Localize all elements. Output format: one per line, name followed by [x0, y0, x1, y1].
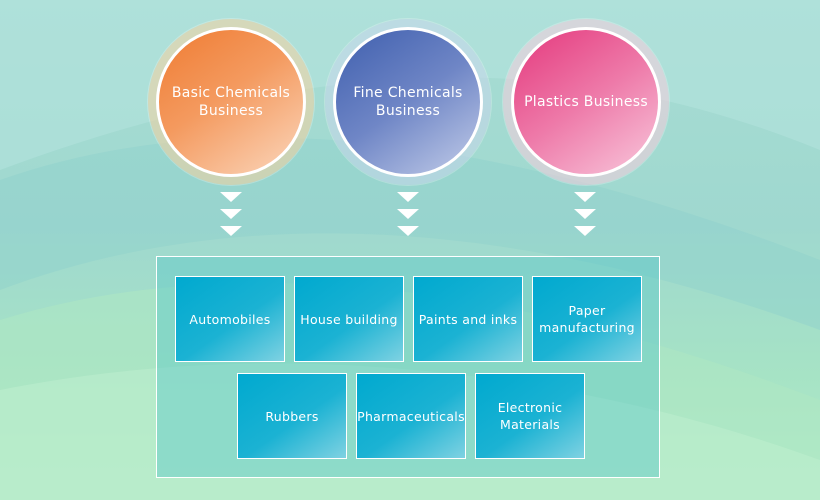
arrows-fine	[397, 192, 421, 243]
fine-chemicals-ring: Fine Chemicals Business	[325, 19, 491, 185]
industry-house-building: House building	[294, 276, 404, 362]
basic-chemicals-label: Basic Chemicals Business	[171, 85, 291, 119]
arrows-basic	[220, 192, 244, 243]
industries-panel: Automobiles House building Paints and in…	[156, 256, 660, 478]
industry-paints-and-inks: Paints and inks	[413, 276, 523, 362]
plastics-label: Plastics Business	[524, 94, 648, 110]
industry-pharmaceuticals: Pharmaceuticals	[356, 373, 466, 459]
plastics-ring: Plastics Business	[503, 19, 669, 185]
down-arrow-icon	[220, 209, 242, 219]
industry-rubbers: Rubbers	[237, 373, 347, 459]
industry-paper-manufacturing: Paper manufacturing	[532, 276, 642, 362]
down-arrow-icon	[397, 209, 419, 219]
down-arrow-icon	[574, 226, 596, 236]
arrows-plastics	[574, 192, 598, 243]
fine-chemicals-label: Fine Chemicals Business	[353, 85, 463, 119]
down-arrow-icon	[220, 192, 242, 202]
plastics-circle: Plastics Business	[511, 27, 661, 177]
down-arrow-icon	[574, 192, 596, 202]
down-arrow-icon	[397, 226, 419, 236]
down-arrow-icon	[220, 226, 242, 236]
basic-chemicals-circle: Basic Chemicals Business	[156, 27, 306, 177]
down-arrow-icon	[574, 209, 596, 219]
down-arrow-icon	[397, 192, 419, 202]
industry-automobiles: Automobiles	[175, 276, 285, 362]
industry-electronic-materials: Electronic Materials	[475, 373, 585, 459]
fine-chemicals-circle: Fine Chemicals Business	[333, 27, 483, 177]
basic-chemicals-ring: Basic Chemicals Business	[148, 19, 314, 185]
